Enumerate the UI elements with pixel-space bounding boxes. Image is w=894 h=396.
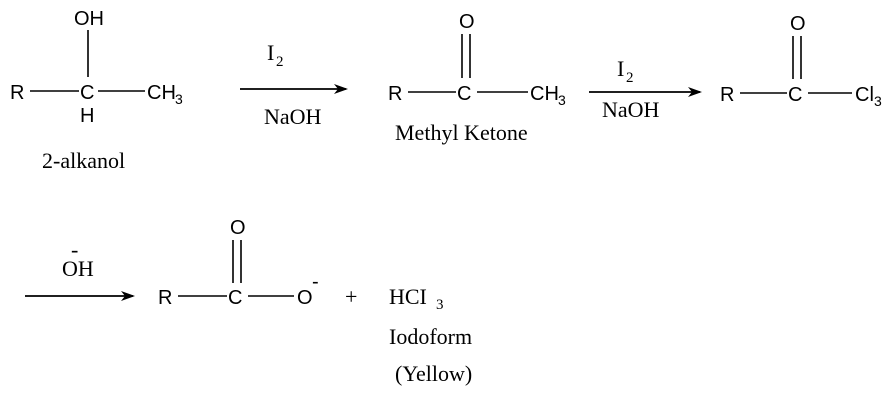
carboxylate-o-atom: O [230,217,246,239]
arrow-2-naoh: NaOH [602,97,660,122]
arrow-1-iodine-subscript: 2 [276,54,284,70]
triiodo-c-atom: C [788,84,802,106]
alkanol-oh-group: OH [74,8,104,30]
triiodo-cl-atoms: Cl [855,84,874,106]
methyl-ketone-caption: Methyl Ketone [395,120,528,145]
alkanol-ch3-subscript: 3 [175,91,183,107]
hci3-symbol: HCI [389,284,427,309]
carboxylate-o-minus-atom: O [297,287,313,309]
alkanol-ch-atoms: CH [147,82,176,104]
alkanol-c-atom: C [80,82,94,104]
reaction-arrow-2: I 2 NaOH [589,56,702,122]
arrow-1-naoh: NaOH [264,104,322,129]
triiodo-r-atom: R [720,84,734,106]
arrow-3-minus-sign: - [71,237,78,262]
plus-sign: + [345,284,357,309]
ketone-r-atom: R [388,83,402,105]
iodoform-product: HCI 3 Iodoform (Yellow) [389,284,472,386]
hci3-subscript: 3 [436,297,444,313]
iodoform-caption: Iodoform [389,324,472,349]
reaction-arrow-1: I 2 NaOH [240,40,348,129]
ketone-ch3-subscript: 3 [558,92,566,108]
reaction-arrow-3: - OH [25,237,135,301]
yellow-caption: (Yellow) [395,361,472,386]
ketone-o-atom: O [459,11,475,33]
triiodo-cl3-subscript: 3 [874,93,882,109]
triiodo-ketone-structure: R C O Cl 3 [720,13,882,109]
methyl-ketone-structure: R C O CH 3 Methyl Ketone [388,11,566,145]
arrow-2-iodine-subscript: 2 [626,70,634,86]
alkanol-caption: 2-alkanol [42,148,125,173]
arrow-1-iodine-symbol: I [267,40,274,65]
carboxylate-r-atom: R [158,287,172,309]
carboxylate-c-atom: C [228,287,242,309]
ketone-ch-atoms: CH [530,83,559,105]
carboxylate-structure: R C O O - [158,217,319,309]
carboxylate-negative-charge: - [312,271,319,293]
ketone-c-atom: C [457,83,471,105]
arrow-3-hydroxide: OH [62,256,94,281]
alkanol-structure: R C OH CH 3 H 2-alkanol [10,8,183,173]
alkanol-r-atom: R [10,82,24,104]
arrow-2-iodine-symbol: I [617,56,624,81]
alkanol-h-atom: H [80,105,94,127]
triiodo-o-atom: O [790,13,806,35]
